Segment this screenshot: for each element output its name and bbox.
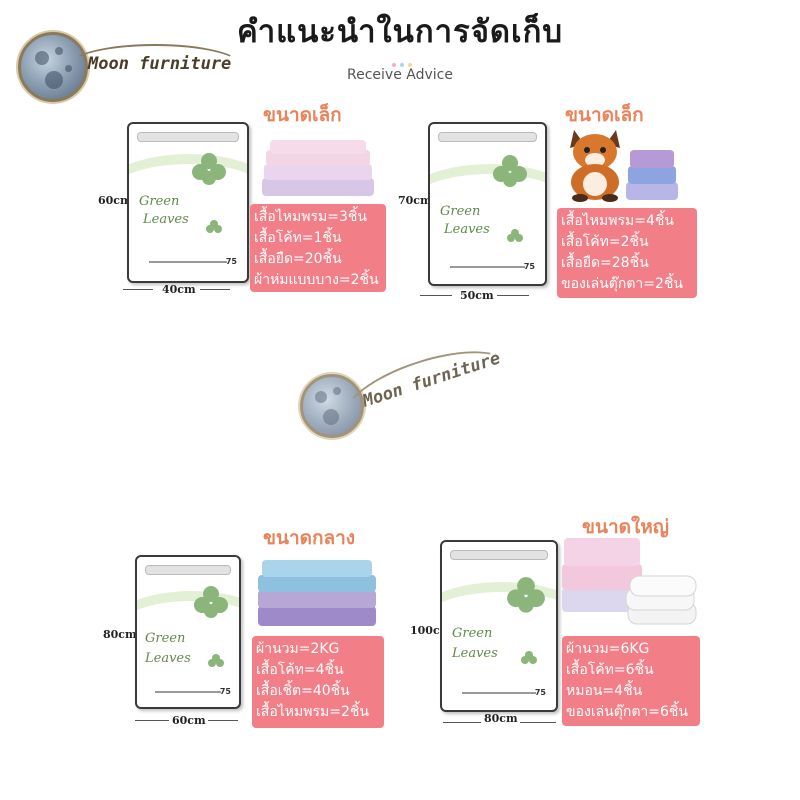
vacuum-bag: Green Leaves 75 [428, 122, 547, 286]
vacuum-bag: Green Leaves 75 [127, 122, 249, 283]
capacity-item: ผ้านวม=6KG [566, 641, 650, 657]
capacity-item: ของเล่นตุ๊กตา=2ชิ้น [561, 276, 683, 292]
bag-corner-mark: 75 [225, 257, 237, 266]
size-label: ขนาดเล็ก [263, 104, 342, 126]
bag-height: 70cm [398, 194, 432, 207]
folded-shirts-image [626, 146, 678, 202]
pillows-image [622, 574, 702, 630]
bag-brand-text: Green [440, 204, 481, 219]
capacity-list: ผ้านวม=2KG เสื้อโค้ท=4ชิ้น เสื้อเชิ้ต=40… [252, 636, 384, 728]
bag-height: 80cm [103, 628, 137, 641]
bag-brand-text: Leaves [444, 222, 490, 237]
capacity-item: เสื้อเชิ้ต=40ชิ้น [256, 683, 350, 699]
capacity-item: เสื้อโค้ท=1ชิ้น [254, 230, 342, 246]
bag-brand-text: Leaves [145, 651, 191, 666]
small-leaf-icon [520, 650, 538, 672]
capacity-item: เสื้อโค้ท=2ชิ้น [561, 234, 649, 250]
folded-clothes-image [262, 140, 374, 200]
bag-corner-mark: 75 [534, 688, 546, 697]
capacity-item: ของเล่นตุ๊กตา=6ชิ้น [566, 704, 688, 720]
bag-width: 80cm [484, 712, 518, 725]
page-title: คำแนะนำในการจัดเก็บ [236, 14, 564, 50]
decorative-dots [392, 52, 422, 67]
capacity-item: ผ้าห่มแบบบาง=2ชิ้น [254, 272, 379, 288]
bag-brand-text: Green [145, 631, 186, 646]
size-label: ขนาดเล็ก [565, 104, 644, 126]
bag-corner-mark: 75 [523, 262, 535, 271]
capacity-item: เสื้อไหมพรม=4ชิ้น [561, 213, 674, 229]
bag-brand-text: Leaves [452, 646, 498, 661]
size-label: ขนาดกลาง [263, 527, 356, 549]
bag-width: 60cm [172, 714, 206, 727]
bag-brand-text: Leaves [143, 212, 189, 227]
vacuum-bag: Green Leaves 75 [440, 540, 558, 712]
brand-name: Moon furniture [88, 54, 232, 74]
bag-width: 50cm [460, 289, 494, 302]
small-leaf-icon [205, 219, 223, 241]
capacity-item: หมอน=4ชิ้น [566, 683, 643, 699]
capacity-list: เสื้อไหมพรม=4ชิ้น เสื้อโค้ท=2ชิ้น เสื้อย… [557, 208, 697, 298]
capacity-item: เสื้อโค้ท=6ชิ้น [566, 662, 654, 678]
plush-fox-image [560, 122, 630, 202]
size-label: ขนาดใหญ่ [582, 516, 669, 538]
capacity-item: เสื้อไหมพรม=2ชิ้น [256, 704, 369, 720]
leaf-icon [193, 585, 229, 621]
moon-icon [300, 374, 364, 438]
capacity-item: เสื้อไหมพรม=3ชิ้น [254, 209, 367, 225]
small-leaf-icon [506, 228, 524, 250]
leaf-icon [191, 152, 227, 188]
capacity-list: เสื้อไหมพรม=3ชิ้น เสื้อโค้ท=1ชิ้น เสื้อย… [250, 204, 386, 292]
capacity-item: เสื้อโค้ท=4ชิ้น [256, 662, 344, 678]
bag-height: 60cm [98, 194, 132, 207]
leaf-icon [492, 154, 528, 190]
capacity-item: เสื้อยืด=28ชิ้น [561, 255, 649, 271]
moon-icon [18, 32, 88, 102]
capacity-item: เสื้อยืด=20ชิ้น [254, 251, 342, 267]
leaf-icon [506, 576, 546, 616]
bag-width: 40cm [162, 283, 196, 296]
page-subtitle: Receive Advice [347, 67, 453, 83]
brand-logo: Moon furniture [18, 32, 242, 102]
small-leaf-icon [207, 653, 225, 675]
folded-towels-image [258, 560, 376, 630]
bag-brand-text: Green [452, 626, 493, 641]
capacity-list: ผ้านวม=6KG เสื้อโค้ท=6ชิ้น หมอน=4ชิ้น ขอ… [562, 636, 700, 726]
bag-corner-mark: 75 [219, 687, 231, 696]
capacity-item: ผ้านวม=2KG [256, 641, 340, 657]
bag-brand-text: Green [139, 194, 180, 209]
brand-watermark: Moon furniture [300, 334, 520, 450]
vacuum-bag: Green Leaves 75 [135, 555, 241, 709]
